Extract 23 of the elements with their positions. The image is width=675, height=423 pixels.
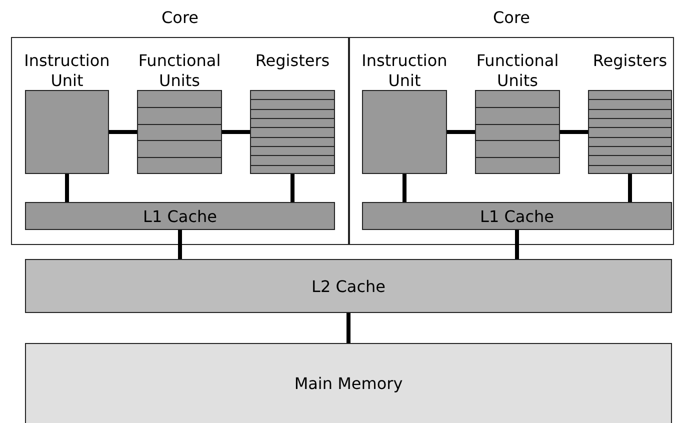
- unit-label: Instruction Unit: [23, 51, 111, 90]
- unit-label: Functional Units: [137, 51, 222, 90]
- connector-line: [447, 130, 475, 134]
- connector-line: [290, 174, 294, 202]
- connector-line: [402, 174, 406, 202]
- l1-cache-bar: L1 Cache: [25, 202, 335, 230]
- unit-label: Instruction Unit: [360, 51, 448, 90]
- core-label: Core: [161, 8, 199, 29]
- unit-label: Registers: [255, 51, 330, 72]
- connector-line: [628, 174, 632, 202]
- core-label: Core: [492, 8, 530, 29]
- connector-line: [222, 130, 250, 134]
- l1-cache-bar: L1 Cache: [362, 202, 672, 230]
- connector-line: [178, 230, 182, 259]
- connector-line: [109, 130, 137, 134]
- connector-line: [346, 313, 350, 343]
- l2-cache-bar: L2 Cache: [25, 259, 672, 313]
- unit-label: Registers: [592, 51, 668, 72]
- main-memory-box: Main Memory: [25, 343, 672, 423]
- connector-line: [515, 230, 519, 259]
- unit-label: Functional Units: [475, 51, 560, 90]
- connector-line: [560, 130, 588, 134]
- connector-line: [65, 174, 69, 202]
